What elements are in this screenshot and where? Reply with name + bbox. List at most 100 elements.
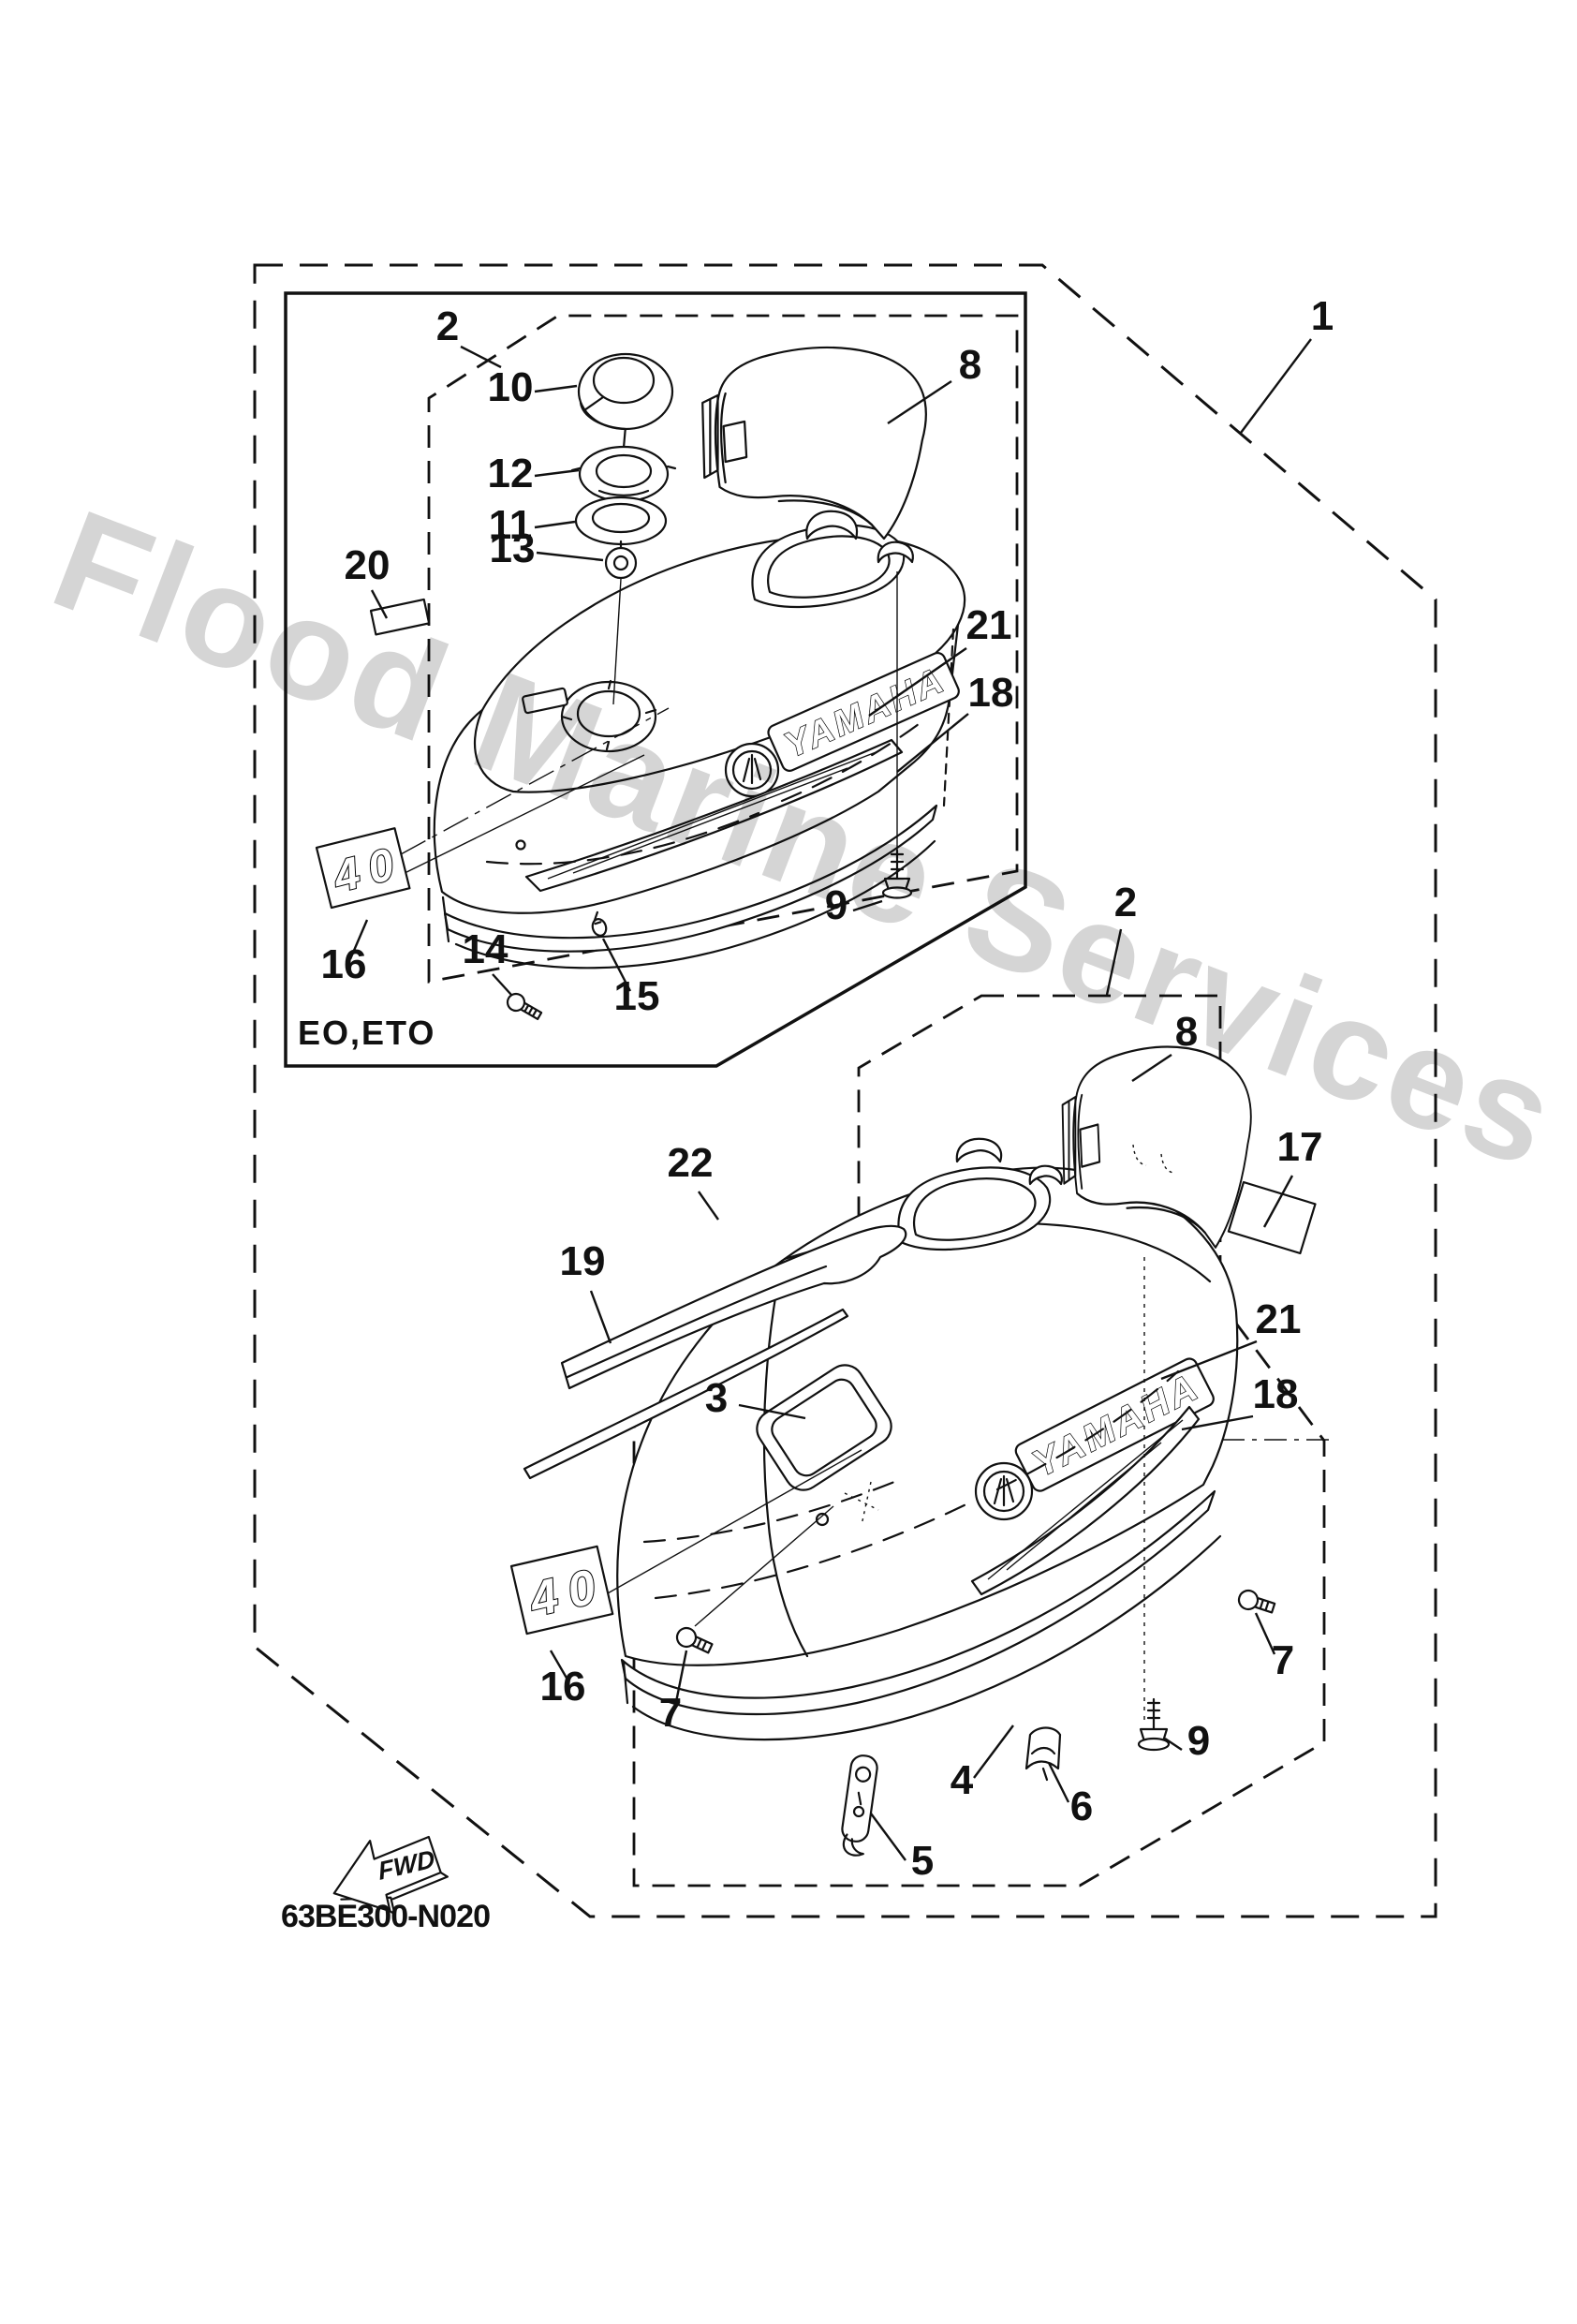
- sticker-leader-long: [392, 754, 645, 880]
- hidden-edge: [942, 628, 955, 807]
- latch-bracket-5: [841, 1754, 878, 1857]
- tuning-fork-logo: [974, 1461, 1034, 1521]
- outer-boundary: [253, 263, 1437, 1918]
- callout-leader: [698, 1191, 719, 1221]
- molding-strip-19: [523, 1308, 849, 1480]
- callout-leader: [673, 1650, 688, 1708]
- bottom-rim-band: [443, 804, 938, 953]
- callout-leader: [738, 1403, 806, 1420]
- fuel-cap: [577, 352, 674, 431]
- fwd-label: FWD: [376, 1843, 436, 1886]
- screw-15: [591, 910, 608, 937]
- callout-leader: [492, 973, 512, 996]
- handle-recess-outer: [897, 1166, 1052, 1251]
- callout-21-second: 21: [1256, 1296, 1302, 1342]
- graphic-sticker-17: [1227, 1180, 1317, 1255]
- subassembly-dashed-border-top: [427, 314, 1019, 984]
- outer-dashed-border: [253, 263, 1437, 1918]
- callout-leader: [887, 379, 952, 425]
- screw-7-right: [1237, 1589, 1276, 1614]
- callout-22: 22: [668, 1140, 714, 1186]
- callout-leader: [1240, 338, 1312, 434]
- subassembly-box-top: [427, 314, 1019, 984]
- styling-dashes: [485, 719, 924, 866]
- callout-leader: [1164, 1738, 1183, 1751]
- callout-leader: [549, 1650, 569, 1680]
- callout-leader: [534, 468, 580, 478]
- hidden-hole-lines: [844, 1481, 879, 1526]
- fwd-arrow: FWD: [332, 1835, 449, 1916]
- callout-4: 4: [951, 1757, 974, 1803]
- callout-leader: [1105, 928, 1123, 996]
- callout-3: 3: [705, 1375, 728, 1421]
- accent-strip: [970, 1405, 1201, 1596]
- callout-1: 1: [1311, 293, 1334, 339]
- callout-15: 15: [614, 973, 660, 1019]
- screw-14: [506, 992, 543, 1021]
- variant-box: EO,ETO: [284, 291, 1027, 1068]
- cowling-body: [433, 534, 966, 914]
- callout-17: 17: [1277, 1124, 1323, 1170]
- fuel-cap-recess-notches: [560, 679, 657, 751]
- screw-7-left: [675, 1626, 714, 1654]
- callout-leader: [1047, 1762, 1070, 1803]
- bottom-rim-band: [620, 1489, 1216, 1716]
- bolt-9-first: [881, 849, 913, 899]
- latch-cleat: [805, 510, 859, 540]
- callout-7-right: 7: [1272, 1637, 1294, 1683]
- fuel-cap-recess-inner: [576, 689, 641, 738]
- stay-eyelet-13: [604, 546, 638, 580]
- variant-solid-border: [284, 291, 1027, 1068]
- clamp-bracket-6: [1024, 1726, 1062, 1782]
- centerline: [400, 707, 670, 855]
- fwd-arrow-body: [332, 1835, 442, 1913]
- callout-leader: [870, 1813, 906, 1861]
- callout-leader: [1254, 1612, 1276, 1655]
- vent-slot: [522, 687, 568, 715]
- screw-hole: [515, 839, 526, 851]
- variant-label: EO,ETO: [298, 1014, 435, 1052]
- callout-leader: [534, 520, 576, 529]
- cover-dotted-marks: [1132, 1144, 1174, 1174]
- callout-leader: [896, 713, 969, 773]
- side-crease: [762, 1259, 809, 1658]
- molding-strips: [523, 1224, 907, 1480]
- callout-16-second: 16: [540, 1664, 586, 1710]
- top-cowling-assembly-first: YAMAHA: [392, 510, 966, 970]
- stay-eyelet-hole: [612, 555, 629, 571]
- callout-18-second: 18: [1253, 1371, 1299, 1417]
- bolt-9-second: [1137, 1697, 1171, 1752]
- cap-axis: [612, 578, 622, 705]
- latch-cleat: [877, 540, 914, 564]
- drawing-code: 63BE300-N020: [281, 1899, 492, 1934]
- callouts: 1 2 10 12 11 13 20 8 21 18 9 16 14 15 2 …: [321, 293, 1334, 1884]
- callout-10: 10: [488, 364, 534, 410]
- callout-14: 14: [463, 926, 508, 972]
- callout-leader: [536, 551, 604, 562]
- callout-leader: [1160, 1340, 1258, 1381]
- callout-leader: [601, 938, 632, 992]
- callout-8-first: 8: [959, 342, 981, 388]
- callout-8-second: 8: [1175, 1009, 1198, 1055]
- callout-18-first: 18: [968, 670, 1014, 716]
- screw-leader-long: [694, 1505, 834, 1627]
- accent-strip-hatch: [987, 1419, 1184, 1580]
- bottom-rim-lip: [622, 1534, 1222, 1741]
- callout-9-first: 9: [825, 882, 847, 928]
- callout-20: 20: [345, 542, 391, 588]
- callout-leader: [370, 589, 389, 619]
- callout-leader: [348, 919, 369, 960]
- callout-leader: [534, 384, 578, 393]
- callout-leader: [589, 1290, 612, 1344]
- callout-leader: [460, 345, 502, 369]
- callout-leader: [1262, 1175, 1294, 1228]
- callout-2-second: 2: [1114, 880, 1137, 925]
- handle-recess-inner: [913, 1177, 1037, 1241]
- graphic-sticker-20: [369, 598, 431, 636]
- callout-16-first: 16: [321, 941, 367, 987]
- callout-leader: [1131, 1054, 1172, 1082]
- callout-7-left: 7: [659, 1690, 682, 1736]
- callout-2: 2: [436, 303, 459, 349]
